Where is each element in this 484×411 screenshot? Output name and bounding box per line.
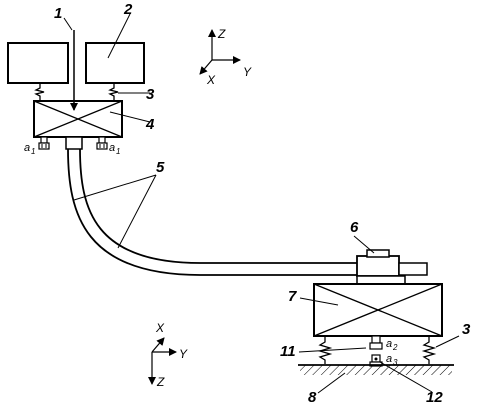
top-fixture-left [7, 42, 69, 84]
callout-2: 2 [123, 1, 133, 18]
callout-3-bottom: 3 [462, 321, 471, 338]
axis-top-x: X [206, 73, 216, 87]
sensor-a3 [369, 354, 383, 367]
callout-3-top: 3 [146, 86, 155, 103]
top-springs [34, 83, 119, 101]
coordinate-axes-bottom: X Y Z [148, 321, 188, 389]
callout-7: 7 [288, 288, 297, 305]
sensor-labels: a 1 a 1 a 2 a 3 [24, 142, 398, 367]
callout-1: 1 [54, 5, 62, 22]
excitation-unit-box [33, 100, 123, 138]
label-a1-left-sub: 1 [31, 147, 35, 156]
label-a1-right: a [109, 142, 115, 154]
label-a3: a [386, 353, 392, 365]
axis-bottom-z: Z [156, 375, 165, 389]
label-a1-right-sub: 1 [116, 147, 120, 156]
callout-11: 11 [280, 343, 296, 360]
flexible-hose [67, 148, 360, 276]
sensor-a2 [369, 335, 383, 350]
callout-5: 5 [156, 159, 165, 176]
axis-top-y: Y [243, 65, 252, 79]
label-a3-sub: 3 [393, 358, 398, 367]
callout-labels: 1 2 3 4 5 6 7 3 11 12 8 [54, 1, 471, 406]
axis-bottom-y: Y [179, 347, 188, 361]
label-a2: a [386, 338, 392, 350]
hose-coupler-top [65, 136, 83, 150]
sensor-a1-left [38, 136, 50, 150]
axis-top-z: Z [217, 27, 226, 41]
callout-12: 12 [426, 389, 443, 406]
coordinate-axes-top: Z X Y [199, 27, 252, 87]
foundation-base [298, 364, 454, 375]
leader-lines [73, 13, 460, 394]
callout-6: 6 [350, 219, 359, 236]
label-a1-left: a [24, 142, 30, 154]
callout-4: 4 [145, 116, 155, 133]
axis-bottom-x: X [155, 321, 165, 335]
hose-clamp [356, 249, 428, 285]
test-object-box [313, 283, 443, 337]
top-fixture-right [85, 42, 145, 84]
label-a2-sub: 2 [392, 343, 398, 352]
callout-8: 8 [308, 389, 317, 406]
input-arrow [63, 17, 78, 111]
sensor-a1-right [96, 136, 108, 150]
